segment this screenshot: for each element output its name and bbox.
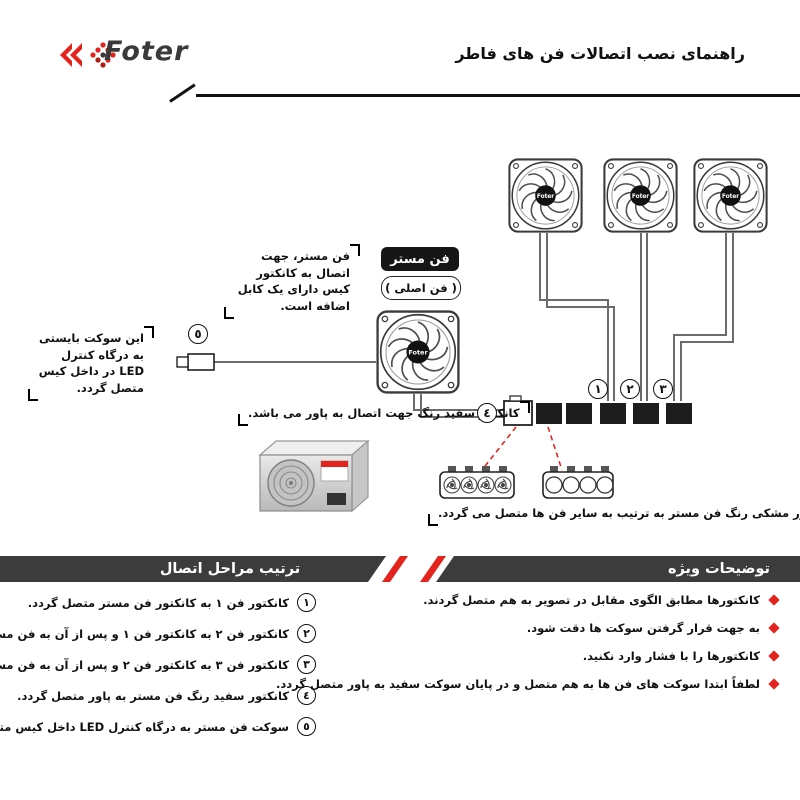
black-connector-fan3 [666,403,692,424]
fan-socket-strip [439,466,515,499]
header-rule [196,94,800,97]
step-number-1: ١ [297,593,316,612]
empty-socket-strip [542,466,614,499]
note-row-3: کانکتورها را با فشار وارد نکنید. [348,642,780,670]
step-number-3: ٣ [297,655,316,674]
logo-chevrons [60,43,82,67]
diamond-bullet-icon [768,622,780,634]
fan-2 [603,158,678,233]
power-supply-unit [258,439,370,513]
master-fan-note: فن مستر، جهت اتصال به کانکتور کیس دارای … [224,244,360,319]
step-row-3: ٣ کانکتور فن ۳ به کانکتور فن ۲ و پس از آ… [0,649,316,680]
black-connector-master [536,403,562,424]
diamond-bullet-icon [768,650,780,662]
fan-3 [693,158,768,233]
black-connector-note: کانکتور مشکی رنگ فن مستر به ترتیب به سای… [428,501,800,526]
step-text-2: کانکتور فن ۲ به کانکتور فن ۱ و پس از آن … [0,626,289,641]
step-row-5: ٥ سوکت فن مستر به درگاه کنترل LED داخل ک… [0,711,316,742]
black-connector-fan1 [600,403,626,424]
step-text-3: کانکتور فن ۳ به کانکتور فن ۲ و پس از آن … [0,657,289,672]
black-connector-chain [566,403,592,424]
fan-cables [214,233,734,418]
master-fan-sublabel: ( فن اصلی ) [381,276,461,300]
note-row-2: به جهت قرار گرفتن سوکت ها دقت شود. [348,614,780,642]
page-title: راهنمای نصب اتصالات فن های فاطر [455,44,745,63]
note-text-3: کانکتورها را با فشار وارد نکنید. [582,649,760,663]
callout-circle-1: ١ [588,379,608,399]
step-number-4: ٤ [297,686,316,705]
psu-label-stripe [321,461,348,467]
dashed-connection-hints [481,426,563,471]
step-number-2: ٢ [297,624,316,643]
wiring-diagram: Foter [176,158,768,513]
note-text-4: لطفاً ابتدا سوکت های فن ها به هم متصل و … [276,677,760,691]
callout-circle-5: ٥ [188,324,208,344]
callout-circle-2: ٢ [620,379,640,399]
note-text-2: به جهت قرار گرفتن سوکت ها دقت شود. [526,621,760,635]
step-row-4: ٤ کانکتور سفید رنگ فن مستر به پاور متصل … [4,680,316,711]
logo-wordmark: Foter [104,36,189,67]
callout-circle-4: ٤ [477,403,497,423]
steps-section-header: ترتیب مراحل اتصال [0,556,386,582]
step-row-2: ٢ کانکتور فن ۲ به کانکتور فن ۱ و پس از آ… [0,618,316,649]
led-socket-note: این سوکت بایستی به درگاه کنترل LED در دا… [28,326,154,401]
logo-dot-diamond [90,42,116,68]
master-fan-label: فن مستر [381,247,459,271]
note-row-4: لطفاً ابتدا سوکت های فن ها به هم متصل و … [276,670,780,698]
step-text-5: سوکت فن مستر به درگاه کنترل LED داخل کیس… [0,719,289,734]
callout-circle-3: ٣ [653,379,673,399]
special-notes-list: کانکتورها مطابق الگوی مقابل در تصویر به … [276,586,780,698]
fan-1 [508,158,583,233]
master-fan [376,310,460,394]
step-text-1: کانکتور فن ۱ به کانکتور فن مستر متصل گرد… [27,595,289,610]
note-text-1: کانکتورها مطابق الگوی مقابل در تصویر به … [423,593,760,607]
step-text-4: کانکتور سفید رنگ فن مستر به پاور متصل گر… [17,688,289,703]
brand-logo: Foter [46,26,189,84]
step-number-5: ٥ [297,717,316,736]
step-row-1: ١ کانکتور فن ۱ به کانکتور فن مستر متصل گ… [4,587,316,618]
notes-section-header: توضیحات ویژه [436,556,800,582]
black-connector-fan2 [633,403,659,424]
connection-steps-list: ١ کانکتور فن ۱ به کانکتور فن مستر متصل گ… [0,587,316,742]
diamond-bullet-icon [768,594,780,606]
diamond-bullet-icon [768,678,780,690]
connector-row [503,395,692,426]
led-socket [176,353,215,371]
white-connector-note: کانکتور سفید رنگ جهت اتصال به پاور می با… [238,401,530,426]
note-row-1: کانکتورها مطابق الگوی مقابل در تصویر به … [348,586,780,614]
